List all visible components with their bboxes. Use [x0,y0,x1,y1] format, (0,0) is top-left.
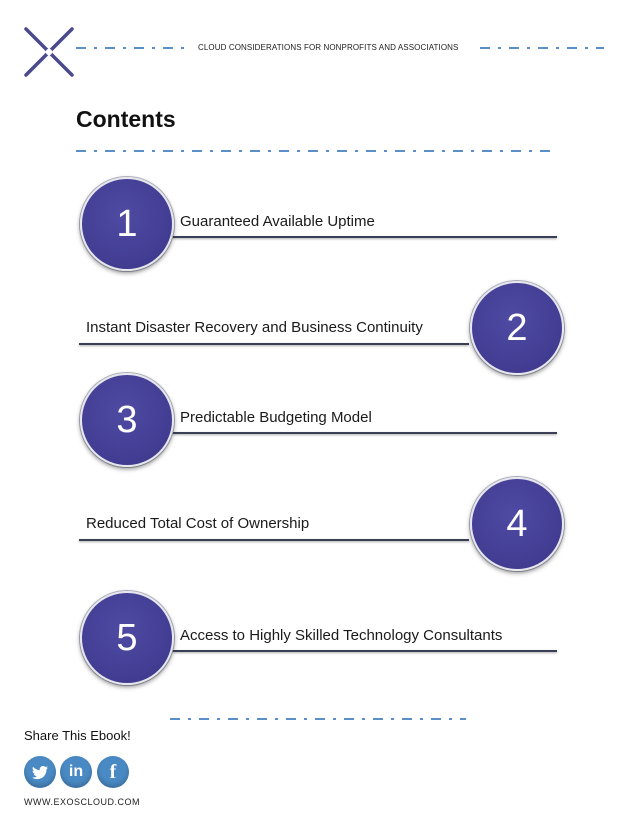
contents-item-label-5[interactable]: Access to Highly Skilled Technology Cons… [180,627,503,644]
contents-heading: Contents [76,106,176,132]
number-badge-5: 5 [80,591,174,685]
website-url[interactable]: WWW.EXOSCLOUD.COM [24,797,140,807]
share-label: Share This Ebook! [24,728,131,743]
contents-item-label-2[interactable]: Instant Disaster Recovery and Business C… [86,319,423,336]
item-underline-5 [173,650,557,652]
item-underline-3 [173,432,557,434]
header-divider-right [480,47,604,49]
x-mark-logo [24,27,74,77]
footer-divider [170,718,466,720]
twitter-icon[interactable] [24,756,56,788]
header-divider-left [76,47,192,49]
contents-item-label-3[interactable]: Predictable Budgeting Model [180,409,372,426]
item-underline-1 [173,236,557,238]
item-underline-4 [79,539,469,541]
number-badge-4: 4 [470,477,564,571]
document-title: CLOUD CONSIDERATIONS FOR NONPROFITS AND … [198,43,459,52]
item-underline-2 [79,343,469,345]
contents-divider [76,150,558,152]
twitter-bird-glyph [32,766,48,780]
contents-item-label-1[interactable]: Guaranteed Available Uptime [180,213,375,230]
number-badge-1: 1 [80,177,174,271]
contents-item-label-4[interactable]: Reduced Total Cost of Ownership [86,515,310,532]
number-badge-2: 2 [470,281,564,375]
facebook-icon[interactable]: f [97,756,129,788]
linkedin-icon[interactable]: in [60,756,92,788]
number-badge-3: 3 [80,373,174,467]
